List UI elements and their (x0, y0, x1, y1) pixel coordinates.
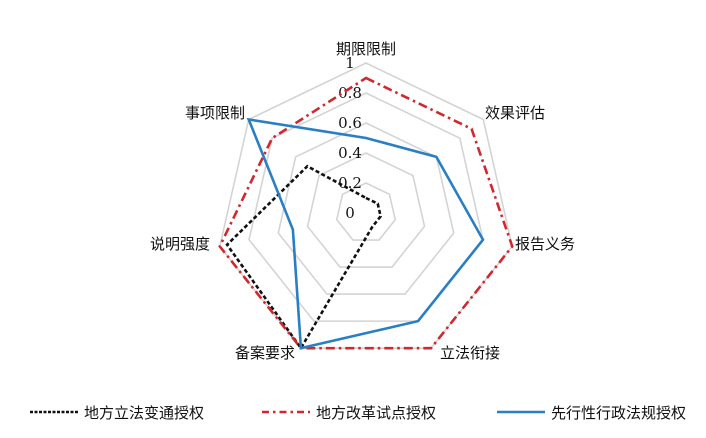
grid-ring (278, 123, 453, 294)
series-lines (220, 78, 513, 348)
r-tick-label: 0.4 (338, 144, 362, 162)
legend-label: 地方改革试点授权 (316, 404, 436, 422)
grid-ring (220, 63, 512, 348)
category-label: 效果评估 (485, 104, 545, 122)
category-label: 备案要求 (235, 344, 295, 362)
legend-label: 地方立法变通授权 (84, 404, 204, 422)
r-tick-label: 0.8 (338, 84, 362, 102)
r-tick-label: 0 (345, 204, 355, 222)
category-label: 期限限制 (336, 40, 396, 58)
category-label: 报告义务 (515, 235, 575, 253)
radar-grid (220, 63, 512, 348)
category-label: 立法衔接 (440, 344, 500, 362)
category-label: 说明强度 (150, 235, 210, 253)
r-tick-label: 0.6 (338, 114, 362, 132)
legend: 地方立法变通授权 地方改革试点授权 先行性行政法规授权 (30, 404, 686, 422)
legend-label: 先行性行政法规授权 (551, 404, 686, 422)
category-label: 事项限制 (185, 104, 245, 122)
grid-ring (308, 153, 425, 267)
